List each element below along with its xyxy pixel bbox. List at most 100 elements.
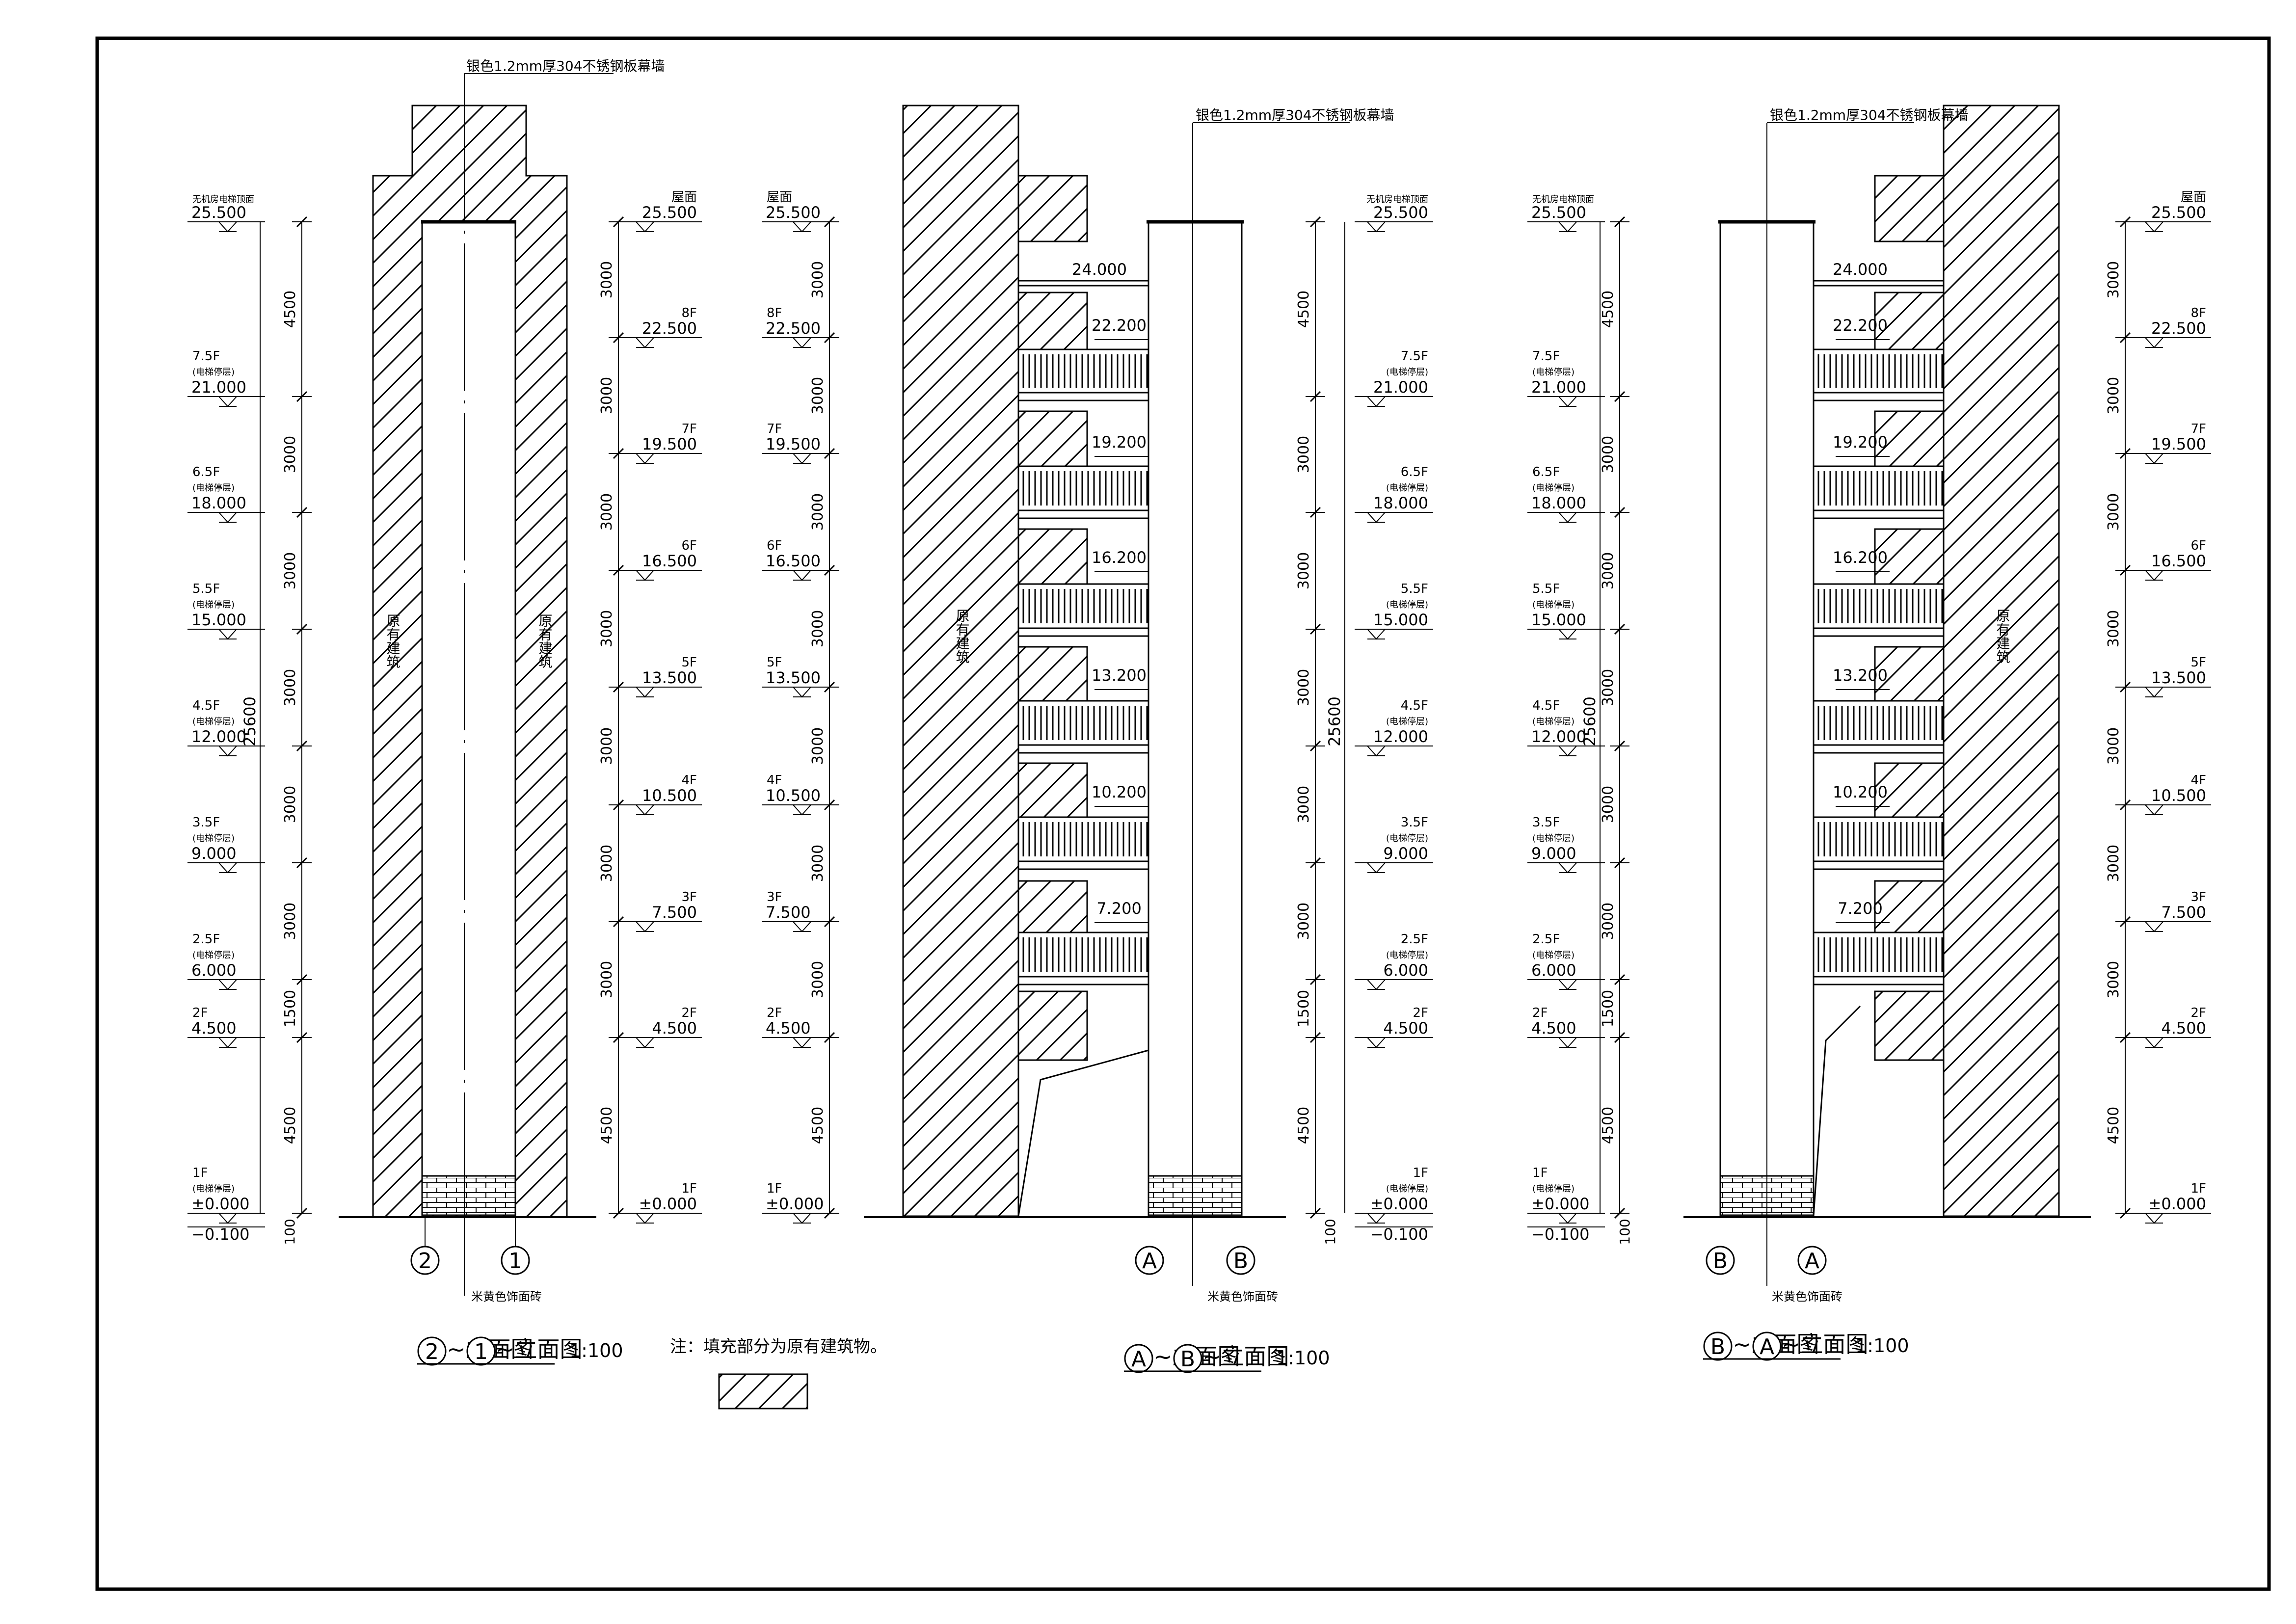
level-name: 屋面	[671, 190, 697, 205]
level-name: 1F	[682, 1181, 697, 1196]
level-name: 2F	[767, 1006, 782, 1020]
dimension-text: 3000	[809, 493, 827, 531]
level-name: 4.5F	[192, 698, 220, 713]
level-value: ±0.000	[1370, 1195, 1428, 1213]
elevation-marker	[630, 570, 660, 581]
stop-floor-note: (电梯停层)	[1532, 483, 1575, 493]
level-name: 8F	[767, 306, 782, 320]
level-name: 屋面	[2181, 190, 2206, 205]
level-name: 7F	[682, 422, 697, 436]
stop-floor-note: (电梯停层)	[1386, 950, 1428, 960]
elevation-marker	[1553, 512, 1582, 523]
notes-group: 注：填充部分为原有建筑物。	[670, 1337, 887, 1410]
dimension-text: 1500	[1600, 990, 1617, 1027]
level-value: 13.200	[1092, 666, 1147, 685]
level-value: 10.200	[1833, 783, 1888, 801]
overall-dim-text: 25600	[1325, 696, 1344, 746]
level-name: 无机房电梯顶面	[1532, 194, 1594, 205]
level-name: 1F	[767, 1181, 782, 1196]
dimension-text: 3000	[598, 377, 615, 414]
elevation-marker	[630, 221, 660, 233]
level-name: 3F	[767, 890, 782, 905]
axis-label: A	[1760, 1334, 1774, 1359]
dimension-text: 3000	[1600, 786, 1617, 823]
level-name: 2F	[1413, 1006, 1429, 1020]
level-name: 5F	[2191, 655, 2207, 670]
level-value: 4.500	[191, 1019, 237, 1038]
level-value: 22.500	[766, 319, 821, 338]
level-name: 1F	[192, 1166, 208, 1180]
stop-floor-note: (电梯停层)	[1532, 1184, 1575, 1194]
level-name: 4F	[2191, 773, 2207, 788]
overall-dim-text: 25600	[240, 696, 259, 746]
level-name: 7F	[2191, 422, 2207, 436]
dimension-text: 3000	[598, 845, 615, 882]
level-name: 2F	[192, 1006, 208, 1020]
sheet-border	[95, 36, 2271, 1591]
level-name: 5.5F	[1401, 582, 1428, 596]
elevation-marker	[1362, 745, 1391, 757]
dimension-text: 3000	[809, 845, 827, 882]
dimension-text: 3000	[282, 436, 299, 473]
level-name: 4.5F	[1532, 698, 1560, 713]
level-name: 2F	[1532, 1006, 1548, 1020]
level-name: 无机房电梯顶面	[192, 194, 254, 205]
level-value: 13.500	[642, 668, 697, 687]
stop-floor-note: (电梯停层)	[1386, 833, 1428, 844]
dimension-text: 3000	[2105, 377, 2122, 414]
elevation-marker	[630, 921, 660, 932]
level-value: 4.500	[766, 1019, 811, 1038]
stop-floor-note: (电梯停层)	[1386, 367, 1428, 377]
elevation-marker	[787, 221, 817, 233]
dimension-text: 3000	[598, 610, 615, 647]
level-name: 6.5F	[192, 465, 220, 479]
wall-hatch	[1017, 880, 1088, 933]
stop-floor-note: (电梯停层)	[192, 483, 235, 493]
level-value: −0.100	[1370, 1225, 1428, 1244]
level-name: 8F	[682, 306, 697, 320]
stop-floor-note: (电梯停层)	[192, 717, 235, 727]
dimension-text: 4500	[1600, 291, 1617, 328]
elevation-marker	[630, 1037, 660, 1048]
level-value: 21.000	[1531, 378, 1586, 397]
balcony-railing	[1813, 583, 1945, 629]
dimension-text: 3000	[809, 261, 827, 298]
elevation-marker	[1553, 221, 1582, 233]
balcony-railing	[1813, 348, 1945, 394]
level-name: 3F	[682, 890, 697, 905]
level-value: 6.000	[1531, 961, 1576, 980]
material-note: 银色1.2mm厚304不锈钢板幕墙	[1770, 107, 1969, 123]
level-name: 屋面	[767, 190, 792, 205]
level-value: −0.100	[191, 1225, 249, 1244]
level-value: 4.500	[1531, 1019, 1576, 1038]
elevation-marker	[213, 396, 242, 407]
balcony-railing	[1813, 700, 1945, 746]
dimension-text: 4500	[598, 1107, 615, 1144]
wall-hatch	[1017, 292, 1088, 350]
elevation-marker	[630, 453, 660, 464]
axis-label: A	[1142, 1249, 1157, 1274]
scale-text: 1:100	[1276, 1347, 1330, 1369]
dimension-text: 3000	[1295, 786, 1312, 823]
dimension-text: 3000	[282, 552, 299, 589]
wall-hatch	[1017, 528, 1088, 585]
dimension-text: 3000	[598, 261, 615, 298]
level-name: 4F	[767, 773, 782, 788]
elevation-marker	[213, 221, 242, 233]
dimension-text: 3000	[1600, 903, 1617, 940]
level-name: 2F	[682, 1006, 697, 1020]
balcony-railing	[1017, 465, 1149, 511]
elevation-marker	[787, 1037, 817, 1048]
stop-floor-note: (电梯停层)	[1386, 1184, 1428, 1194]
elevation-marker	[630, 1213, 660, 1224]
level-name: 7.5F	[192, 349, 220, 364]
dimension-text: 3000	[809, 727, 827, 765]
dimension-text: 3000	[1295, 903, 1312, 940]
axis-circle	[1703, 1331, 1733, 1361]
elevation-marker	[787, 687, 817, 698]
dimension-text: 4500	[282, 291, 299, 328]
level-value: 10.500	[766, 786, 821, 805]
level-value: 7.200	[1838, 899, 1883, 918]
level-name: 5F	[682, 655, 697, 670]
